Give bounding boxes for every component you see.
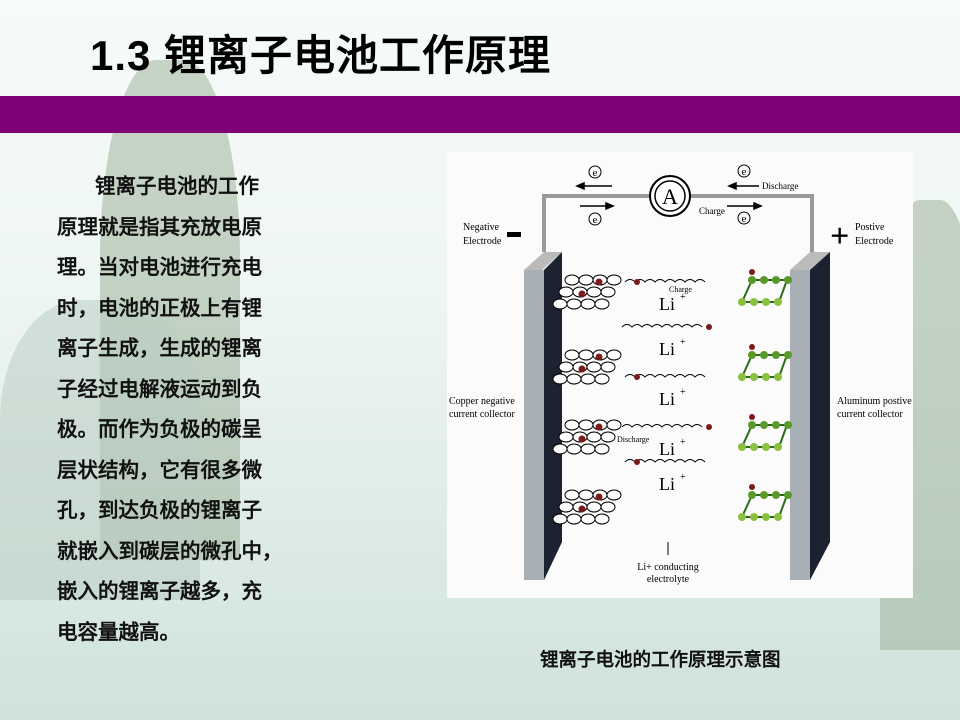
electrolyte-label: electrolyte: [647, 574, 690, 585]
lithium-ion-charge: +: [680, 337, 686, 348]
lithium-ion-label: Li: [659, 389, 675, 409]
body-line: 离子生成，生成的锂离: [57, 336, 262, 360]
electron-icon: e: [742, 166, 747, 178]
lithium-atom: [634, 374, 640, 380]
lithium-atom: [634, 459, 640, 465]
graphite-layer: [552, 274, 622, 310]
title-accent-bar: [0, 96, 960, 133]
lithium-ion-label: Li: [659, 439, 675, 459]
positive-electrode-label: Postive: [855, 222, 885, 233]
body-line: 极。而作为负极的碳呈: [57, 417, 262, 441]
lithium-ion-charge: +: [680, 292, 686, 303]
lithium-atom: [749, 484, 755, 490]
body-line: 时，电池的正极上有锂: [57, 295, 262, 320]
cathode-layer: [738, 344, 792, 381]
electron-arrows: [575, 181, 763, 211]
aluminum-collector-label: current collector: [837, 409, 903, 420]
charge-label: Charge: [699, 206, 725, 216]
aluminum-collector-label: Aluminum postive: [837, 396, 912, 407]
lithium-ion-label: Li: [659, 294, 675, 314]
lithium-atom: [749, 269, 755, 275]
charge-label: Charge: [669, 285, 692, 294]
body-line: 锂离子电池的工作: [95, 174, 259, 198]
figure-caption: 锂离子电池的工作原理示意图: [540, 650, 781, 671]
body-line: 电容量越高。: [57, 619, 180, 644]
lithium-atom: [578, 435, 586, 443]
electrolyte-label: Li+ conducting: [637, 562, 698, 573]
body-line: 嵌入的锂离子越多，充: [57, 579, 262, 603]
minus-sign: [507, 232, 521, 237]
negative-collector: [524, 252, 562, 580]
body-paragraph: 锂离子电池的工作原理就是指其充放电原理。当对电池进行充电时，电池的正极上有锂离子…: [57, 166, 357, 652]
negative-electrode-label: Negative: [463, 222, 500, 233]
lithium-atom: [578, 290, 586, 298]
discharge-label: Discharge: [617, 435, 650, 444]
body-line: 孔，到达负极的锂离子: [57, 498, 262, 522]
graphite-layer: [552, 419, 622, 455]
plus-sign: +: [830, 218, 849, 255]
discharge-label: Discharge: [762, 181, 798, 191]
positive-collector: [790, 252, 830, 580]
electron-icon: e: [742, 213, 747, 225]
lithium-ion-charge: +: [680, 387, 686, 398]
lithium-atom: [706, 424, 712, 430]
ion-migration-wave: [621, 324, 703, 328]
lithium-atom: [595, 353, 603, 361]
lithium-atom: [578, 505, 586, 513]
body-line: 原理就是指其充放电原: [57, 214, 262, 239]
battery-diagram: A e e e e Discharge Charge Negative Elec…: [447, 152, 913, 598]
lithium-ion-label: Li: [659, 474, 675, 494]
lithium-ion-label: Li: [659, 339, 675, 359]
lithium-atom: [749, 414, 755, 420]
ammeter-icon: A: [649, 175, 691, 217]
body-line: 就嵌入到碳层的微孔中，: [57, 538, 283, 563]
cathode-layer: [738, 269, 792, 306]
slide-title: 1.3 锂离子电池工作原理: [90, 32, 552, 79]
lithium-atom: [578, 365, 586, 373]
body-line: 层状结构，它有很多微: [57, 457, 262, 482]
lithium-ion-charge: +: [680, 437, 686, 448]
copper-collector-label: current collector: [449, 409, 515, 420]
lithium-atom: [595, 278, 603, 286]
lithium-atom: [634, 279, 640, 285]
background-mountain: [0, 300, 200, 600]
lithium-atom: [595, 423, 603, 431]
lithium-atom: [595, 493, 603, 501]
graphite-layer: [552, 349, 622, 385]
graphite-layer: [552, 489, 622, 525]
cathode-layer: [738, 484, 792, 521]
cathode-layer: [738, 414, 792, 451]
lithium-atom: [749, 344, 755, 350]
ion-migration-wave: [621, 424, 703, 428]
copper-collector-label: Copper negative: [449, 396, 515, 407]
ammeter-label: A: [662, 184, 678, 209]
body-line: 理。当对电池进行充电: [57, 255, 262, 279]
positive-electrode-label: Electrode: [855, 236, 894, 247]
body-line: 子经过电解液运动到负: [57, 376, 262, 401]
lithium-ion-charge: +: [680, 472, 686, 483]
lithium-atom: [706, 324, 712, 330]
electron-icon: e: [593, 167, 598, 179]
electron-icon: e: [593, 214, 598, 226]
negative-electrode-label: Electrode: [463, 236, 502, 247]
